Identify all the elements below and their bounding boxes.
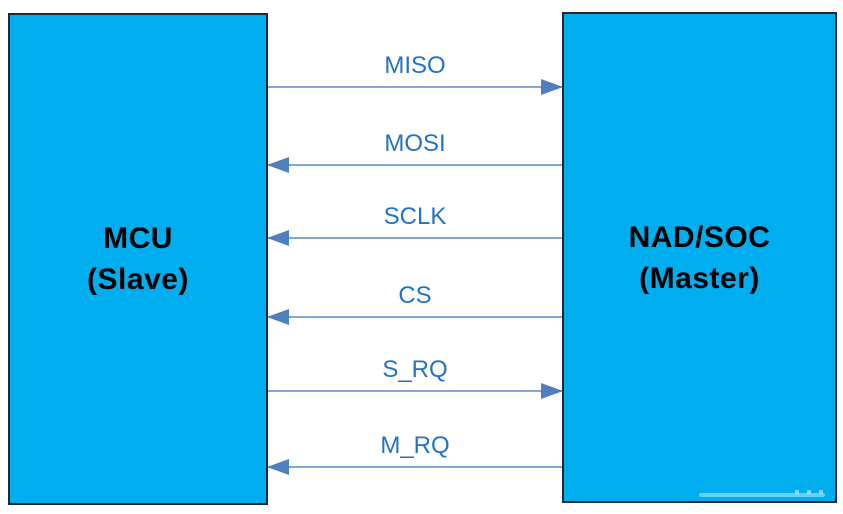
arrowhead-icon (267, 309, 289, 325)
signal-label-s-rq: S_RQ (382, 356, 448, 383)
arrowhead-icon (267, 157, 289, 173)
signal-label-sclk: SCLK (383, 203, 447, 230)
node-nad-soc-master: NAD/SOC (Master) (562, 12, 837, 503)
arrow-right-icon (268, 52, 563, 96)
signal-row-mosi: MOSI (267, 130, 562, 174)
arrow-left-icon (267, 130, 562, 174)
node-nad-role: (Master) (639, 261, 760, 295)
node-nad-name: NAD/SOC (628, 220, 771, 254)
signal-row-m-rq: M_RQ (267, 432, 562, 476)
signal-label-cs: CS (398, 282, 432, 309)
signal-label-mosi: MOSI (384, 130, 446, 157)
signal-label-miso: MISO (384, 52, 446, 79)
signal-row-miso: MISO (268, 52, 563, 96)
node-mcu-role: (Slave) (87, 263, 189, 296)
signal-row-s-rq: S_RQ (268, 356, 563, 400)
arrowhead-icon (541, 383, 563, 399)
arrow-left-icon (267, 432, 562, 476)
arrow-left-icon (267, 203, 562, 247)
arrowhead-icon (267, 459, 289, 475)
wire-line (268, 86, 562, 88)
node-mcu-name: MCU (103, 222, 173, 255)
wire-line (268, 237, 562, 239)
arrow-left-icon (267, 282, 562, 326)
arrow-right-icon (268, 356, 563, 400)
wire-line (268, 466, 562, 468)
wire-line (268, 316, 562, 318)
signal-row-sclk: SCLK (267, 203, 562, 247)
arrowhead-icon (541, 79, 563, 95)
wire-line (268, 164, 562, 166)
signal-row-cs: CS (267, 282, 562, 326)
wire-line (268, 390, 562, 392)
arrowhead-icon (267, 230, 289, 246)
node-mcu-slave: MCU (Slave) (8, 13, 268, 505)
signal-label-m-rq: M_RQ (380, 432, 450, 459)
watermark-artifact (699, 490, 825, 497)
